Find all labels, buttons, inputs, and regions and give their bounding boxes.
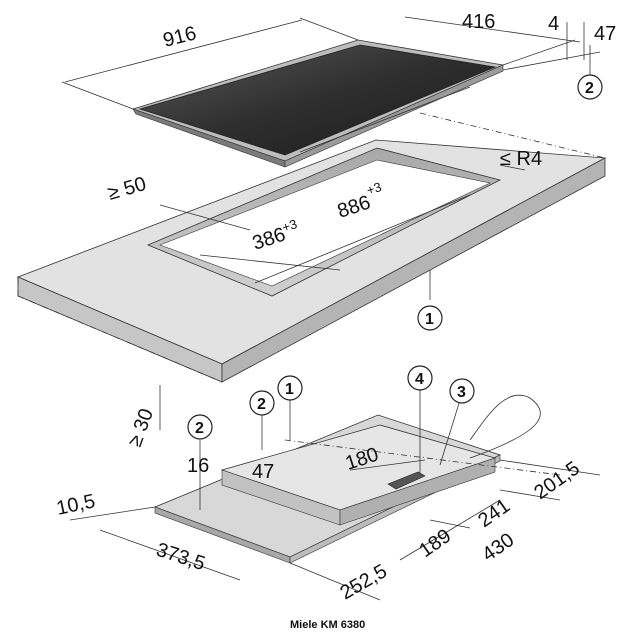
hob-underside: [153, 395, 561, 564]
hob-depth-label: 416: [462, 11, 495, 33]
underside-10-5-label: 10,5: [54, 490, 97, 520]
callout-2-underside-b: 2: [187, 414, 213, 440]
underside-430-label: 430: [478, 529, 518, 566]
underside-dimension-lines: [69, 390, 601, 601]
callout-1-worktop: 1: [417, 305, 443, 331]
underside-252-5-label: 252,5: [337, 560, 391, 604]
underside-241-label: 241: [474, 495, 514, 532]
callout-4-underside: 4: [407, 365, 433, 391]
svg-text:2: 2: [585, 80, 594, 97]
svg-text:1: 1: [425, 311, 434, 328]
hob-width-label: 916: [161, 22, 199, 51]
svg-text:4: 4: [415, 371, 424, 388]
min-edge-label: ≥ 50: [105, 173, 148, 205]
svg-text:2: 2: [257, 396, 266, 413]
callout-2-underside-a: 2: [249, 390, 275, 416]
underside-47-label: 47: [252, 461, 274, 483]
callout-2-top: 2: [577, 74, 603, 100]
cutout-dimension-lines: [159, 164, 526, 430]
callout-3-underside: 3: [449, 378, 475, 404]
hob-glass-top: [131, 39, 505, 168]
underside-373-5-label: 373,5: [153, 539, 207, 575]
hob-dimension-lines: [61, 16, 601, 110]
corner-radius-label: ≤ R4: [500, 148, 542, 170]
svg-text:2: 2: [195, 420, 204, 437]
hob-frame-label: 4: [548, 13, 559, 35]
underside-201-5-label: 201,5: [530, 457, 584, 504]
hob-height-label: 47: [594, 23, 616, 45]
callout-1-underside: 1: [277, 375, 303, 401]
cutout-depth-tolerance: +3: [280, 216, 299, 235]
svg-text:1: 1: [285, 381, 294, 398]
svg-text:3: 3: [457, 384, 466, 401]
underside-16-label: 16: [187, 455, 209, 477]
cutout-width-tolerance: +3: [365, 179, 384, 198]
model-caption: Miele KM 6380: [290, 619, 365, 631]
worktop-thickness-label: ≥ 30: [124, 406, 158, 450]
